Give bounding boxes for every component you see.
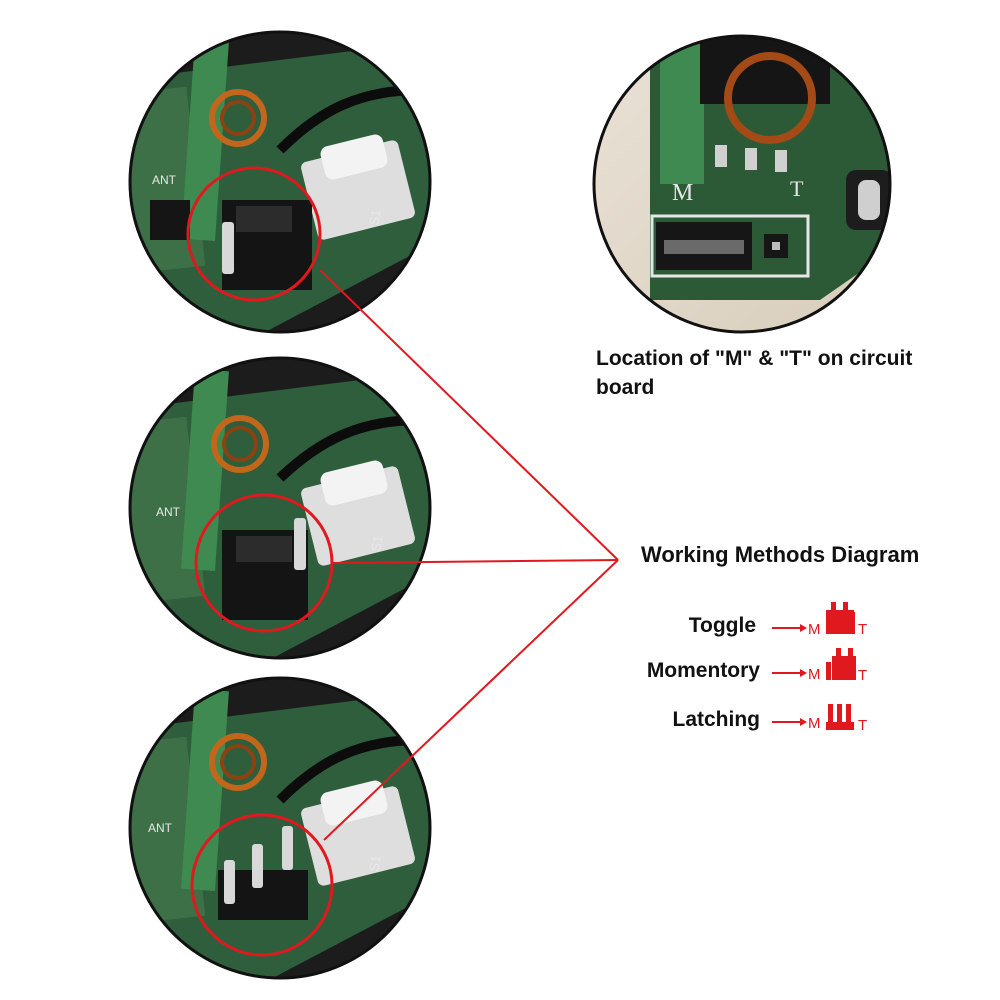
s1-silkscreen: S1 (366, 854, 384, 872)
ant-silkscreen: ANT (152, 173, 177, 187)
connector-line-toggle (319, 269, 619, 561)
t-pin-label: T (858, 717, 867, 734)
board-photo-toggle: ANT S1 (128, 30, 432, 334)
mode-label-toggle: Toggle (688, 614, 756, 637)
ant-silkscreen: ANT (156, 505, 181, 519)
highlight-ring-latching (190, 813, 334, 957)
connector-lines (319, 269, 619, 841)
m-pin-label: M (808, 621, 821, 638)
m-pin-label: M (808, 715, 821, 732)
t-silkscreen: T (790, 176, 804, 201)
m-pin-label: M (808, 666, 821, 683)
connector-line-momentory (331, 559, 619, 564)
mode-label-momentory: Momentory (646, 659, 760, 682)
board-photo-momentory: ANT S1 (128, 356, 432, 660)
connector-line-latching (323, 559, 619, 841)
diagram-title: Working Methods Diagram (641, 542, 920, 567)
no-jumper-icon (826, 722, 854, 730)
t-pin-label: T (858, 667, 867, 684)
highlight-ring-toggle (186, 166, 322, 302)
mode-icon-toggle: M T (772, 602, 867, 638)
board-closeup-photo: M T (592, 34, 892, 334)
jumper-on-left-pair-icon (826, 610, 854, 634)
jumper-on-right-pair-icon (826, 662, 831, 680)
board-photo-latching: ANT S1 (128, 676, 432, 980)
s1-silkscreen: S1 (368, 534, 386, 552)
location-caption: Location of "M" & "T" on circuit board (596, 347, 913, 399)
t-pin-label: T (858, 621, 867, 638)
s1-silkscreen: S1 (366, 208, 384, 226)
mode-label-latching: Latching (672, 708, 761, 731)
m-silkscreen: M (672, 180, 693, 206)
mode-icon-momentory: M T (772, 648, 867, 684)
mode-icon-latching: M T (772, 704, 867, 734)
ant-silkscreen: ANT (148, 821, 173, 835)
